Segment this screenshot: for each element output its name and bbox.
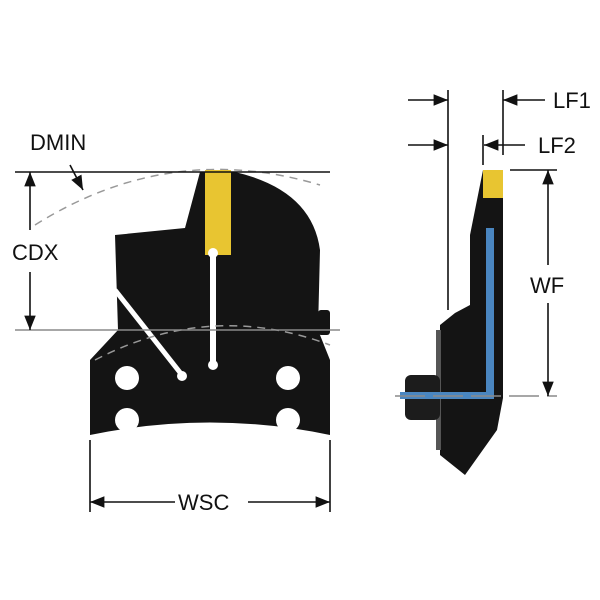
mounting-holes: [115, 366, 300, 432]
insert-side: [483, 170, 503, 198]
front-view: DMIN CDX WSC: [12, 130, 340, 515]
shim: [486, 228, 494, 398]
side-view: LF1 LF2 WF: [395, 88, 591, 475]
insert: [205, 170, 231, 255]
lf1-label: LF1: [553, 88, 591, 113]
wsc-label: WSC: [178, 490, 229, 515]
dmin-label: DMIN: [30, 130, 86, 155]
cdx-label: CDX: [12, 240, 59, 265]
lf2-label: LF2: [538, 133, 576, 158]
wf-label: WF: [530, 273, 564, 298]
dmin-arc: [34, 168, 321, 226]
